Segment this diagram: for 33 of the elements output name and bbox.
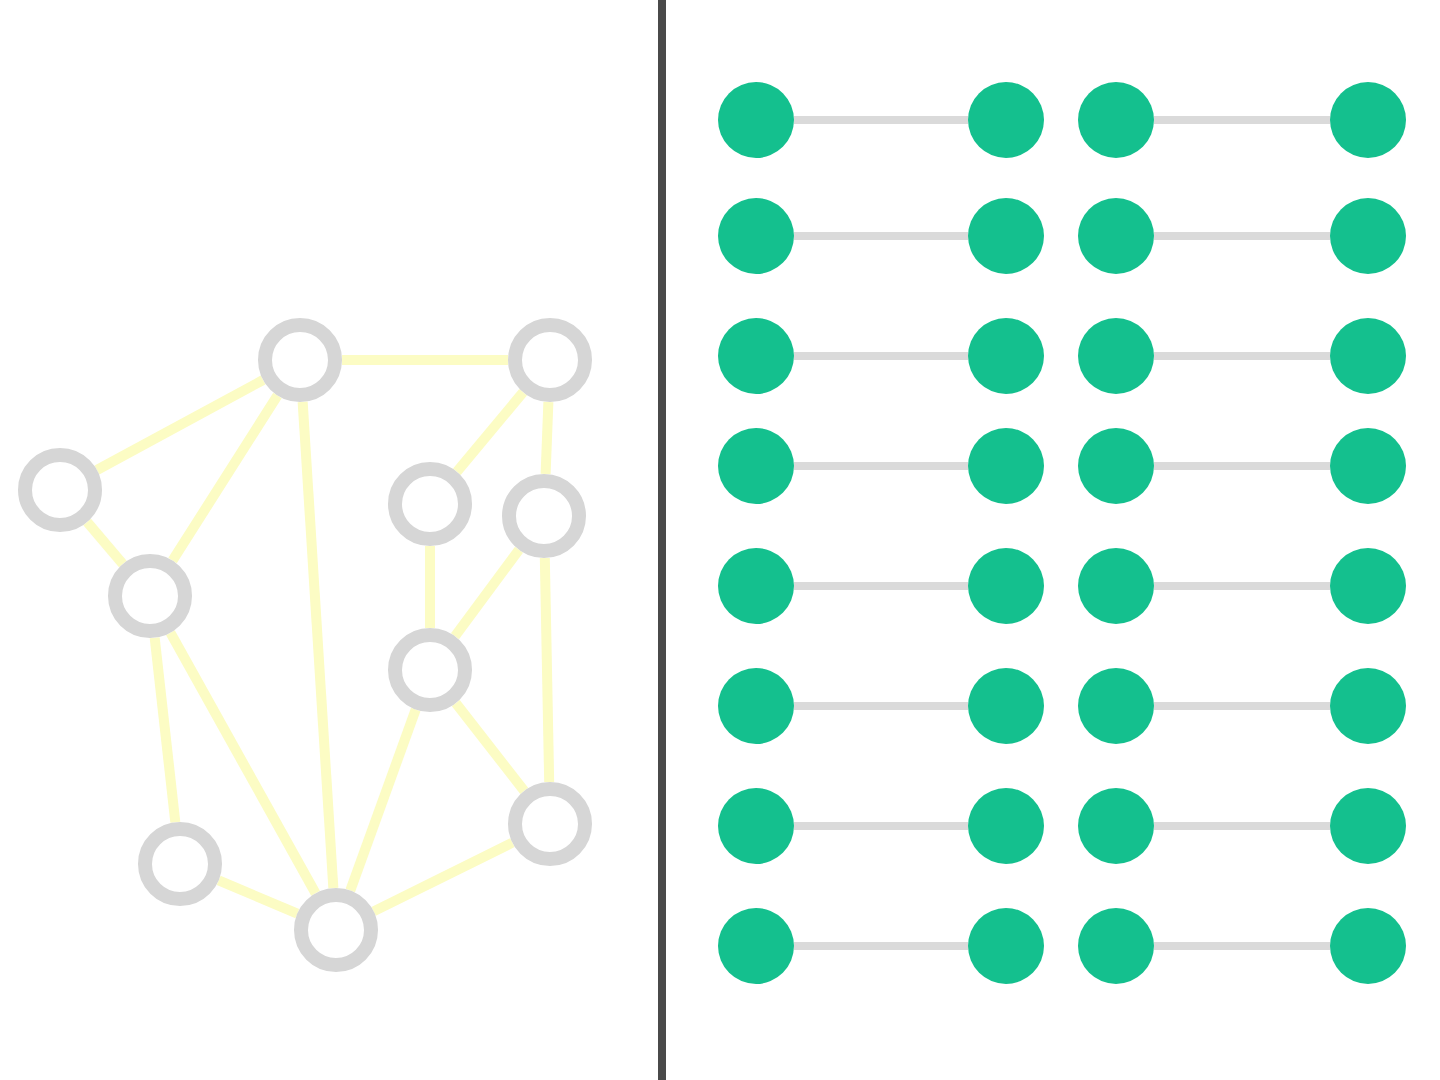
graph-edge — [1154, 116, 1330, 124]
graph-edge — [1154, 232, 1330, 240]
graph-edge — [794, 352, 968, 360]
graph-edge — [1154, 822, 1330, 830]
graph-vertex — [508, 782, 592, 866]
graph-edge — [1154, 352, 1330, 360]
graph-edge — [345, 707, 421, 893]
graph-vertex — [18, 448, 102, 532]
graph-edge — [1154, 582, 1330, 590]
graph-vertex — [108, 554, 192, 638]
graph-vertex — [294, 888, 378, 972]
graph-edge — [794, 942, 968, 950]
graph-edge — [342, 355, 508, 365]
graph-edge — [1154, 942, 1330, 950]
graph-edge — [794, 822, 968, 830]
graph-edge — [794, 702, 968, 710]
graph-edge — [1154, 462, 1330, 470]
graph-vertex — [508, 318, 592, 402]
graph-edge — [539, 557, 555, 783]
graph-vertex — [388, 628, 472, 712]
graph-edge — [794, 462, 968, 470]
graph-edge — [297, 401, 339, 889]
graph-edge — [794, 232, 968, 240]
graph-edge — [540, 401, 554, 475]
graph-vertex — [258, 318, 342, 402]
graph-vertex — [138, 822, 222, 906]
graph-edge — [425, 546, 435, 628]
graph-edge — [794, 582, 968, 590]
graph-edge — [1154, 702, 1330, 710]
graph-edge — [149, 637, 181, 823]
graph-vertex — [502, 474, 586, 558]
graph-vertex — [388, 462, 472, 546]
graph-edge — [794, 116, 968, 124]
